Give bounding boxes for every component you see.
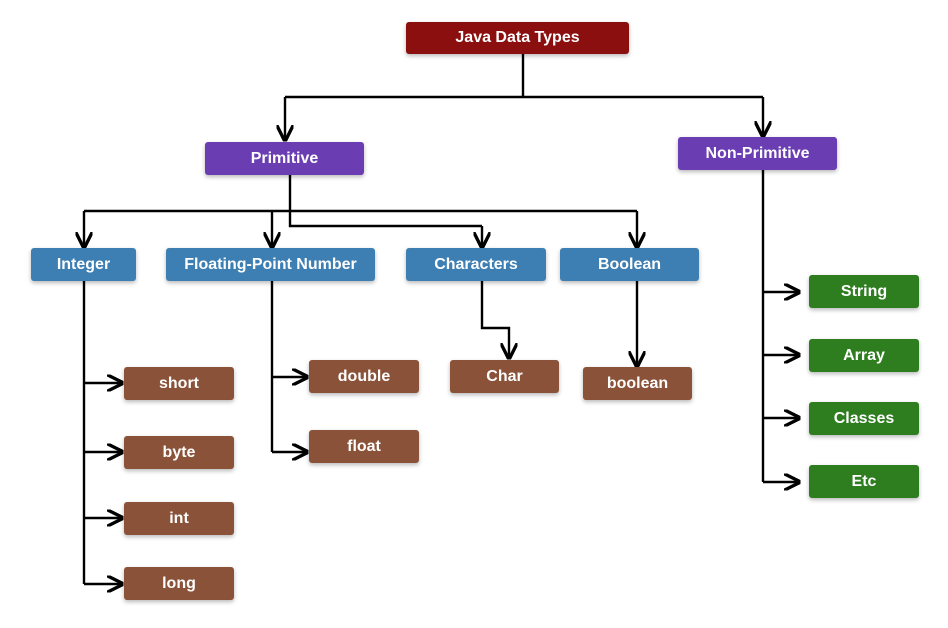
group-label-boolean: Boolean [597, 255, 662, 273]
root-node-java-data-types: Java Data Types [406, 22, 629, 54]
group-node-floating-point: Floating-Point Number [166, 248, 375, 281]
root-node-label: Java Data Types [455, 29, 580, 46]
leaf-node-byte: byte [124, 436, 234, 469]
category-node-primitive: Primitive [205, 142, 364, 175]
leaf-node-long: long [124, 567, 234, 600]
leaf-label-float: float [347, 437, 381, 455]
group-label-floating-point: Floating-Point Number [184, 255, 357, 273]
group-label-integer: Integer [56, 255, 111, 273]
group-node-integer: Integer [31, 248, 136, 281]
leaf-node-float: float [309, 430, 419, 463]
leaf-label-classes: Classes [833, 409, 895, 427]
leaf-node-short: short [124, 367, 234, 400]
category-node-non-primitive: Non-Primitive [678, 137, 837, 170]
group-node-boolean: Boolean [560, 248, 699, 281]
leaf-node-boolean: boolean [583, 367, 692, 400]
leaf-node-classes: Classes [809, 402, 919, 435]
leaf-label-boolean: boolean [606, 374, 669, 392]
leaf-label-char: Char [486, 367, 523, 385]
group-node-characters: Characters [406, 248, 546, 281]
leaf-node-char: Char [450, 360, 559, 393]
leaf-node-string: String [809, 275, 919, 308]
leaf-node-int: int [124, 502, 234, 535]
group-label-characters: Characters [434, 255, 518, 273]
category-label-non-primitive: Non-Primitive [705, 144, 810, 162]
category-label-primitive: Primitive [250, 149, 319, 167]
leaf-label-string: String [840, 282, 888, 300]
leaf-label-byte: byte [162, 443, 196, 461]
leaf-label-array: Array [843, 346, 885, 364]
leaf-label-double: double [337, 367, 391, 385]
leaf-node-double: double [309, 360, 419, 393]
leaf-label-int: int [169, 509, 189, 527]
connector-primitive-trunk [288, 175, 482, 228]
connector-to-char [480, 281, 509, 358]
leaf-label-long: long [162, 574, 196, 592]
leaf-label-short: short [159, 374, 199, 392]
leaf-label-etc: Etc [851, 472, 877, 490]
leaf-node-etc: Etc [809, 465, 919, 498]
leaf-node-array: Array [809, 339, 919, 372]
